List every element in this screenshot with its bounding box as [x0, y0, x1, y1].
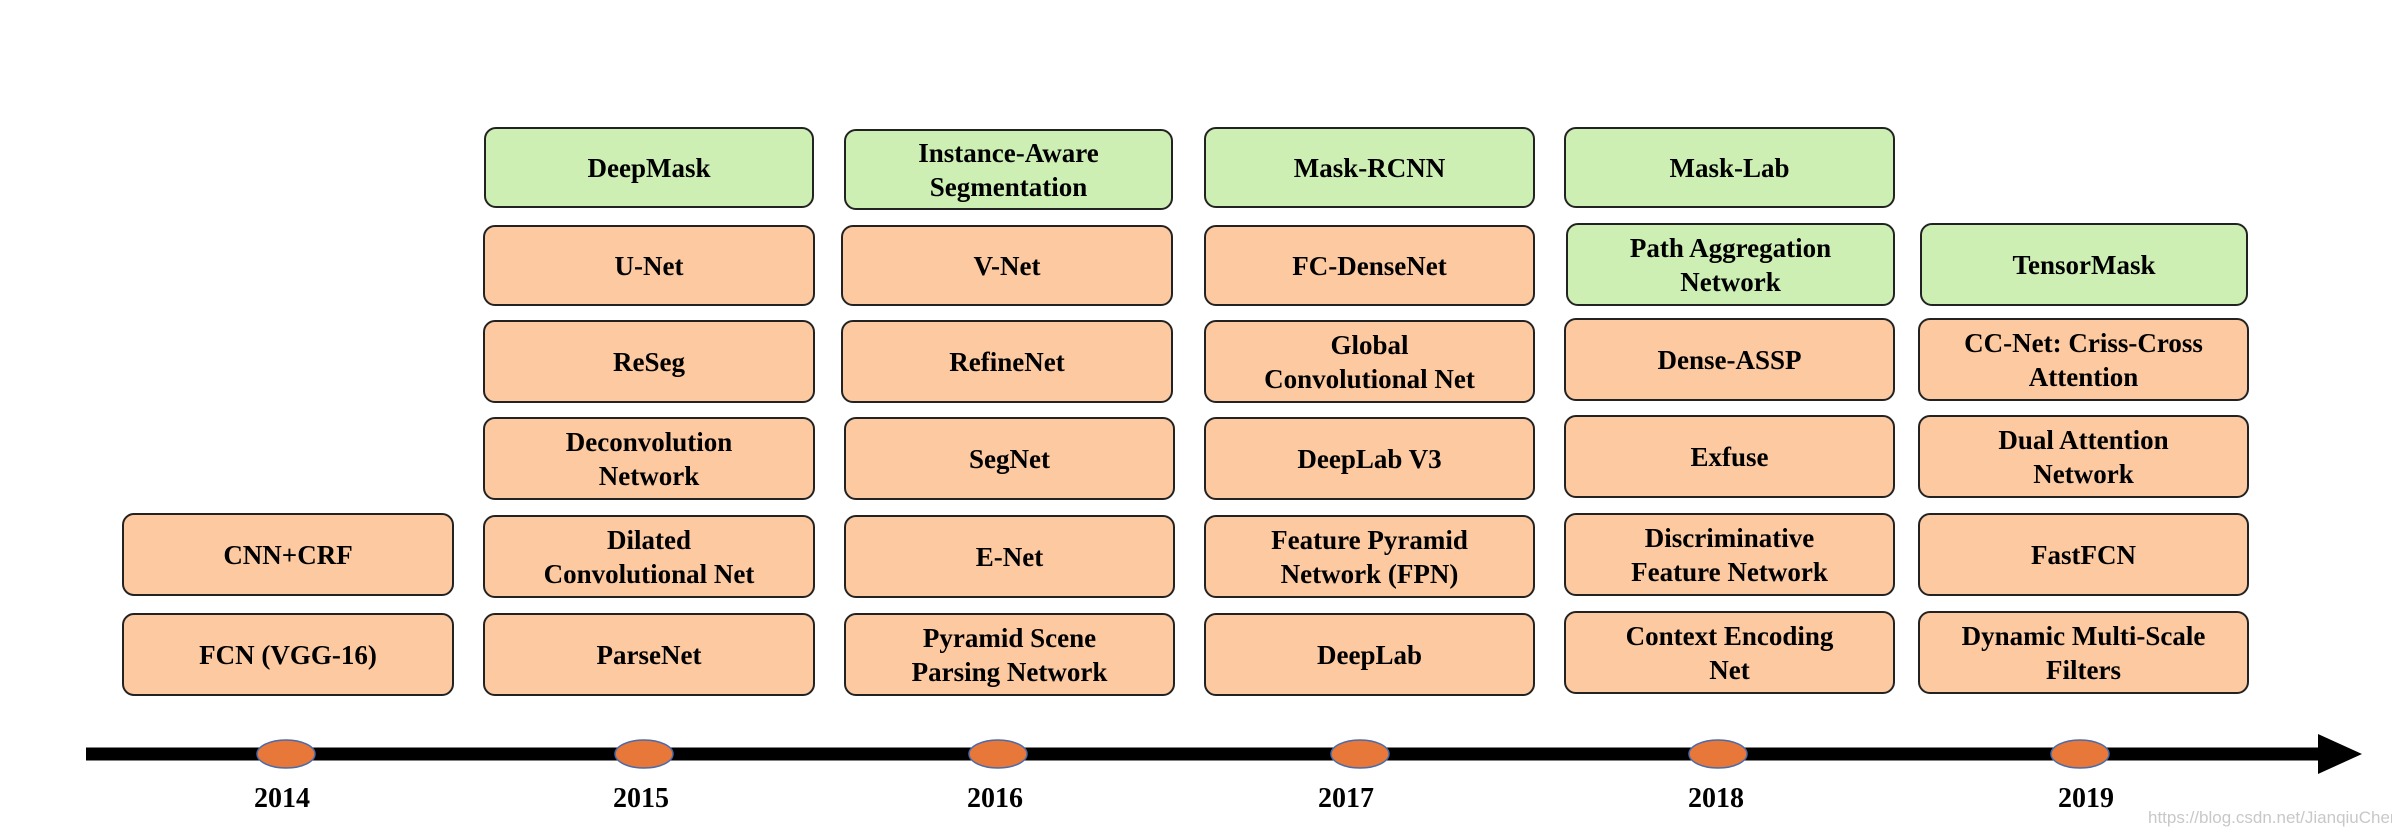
year-label-2014: 2014 [254, 783, 310, 814]
timeline-marker-2015 [614, 739, 674, 769]
method-box: DeepMask [484, 127, 814, 208]
watermark: https://blog.csdn.net/JianqiuChen [2148, 808, 2392, 827]
method-box: Deconvolution Network [483, 417, 815, 500]
method-box: U-Net [483, 225, 815, 306]
method-box: SegNet [844, 417, 1175, 500]
method-box: FCN (VGG-16) [122, 613, 454, 696]
method-box: ReSeg [483, 320, 815, 403]
year-label-2019: 2019 [2058, 783, 2114, 814]
timeline-marker-2018 [1688, 739, 1748, 769]
method-box: Dilated Convolutional Net [483, 515, 815, 598]
method-box: Dynamic Multi-Scale Filters [1918, 611, 2249, 694]
year-label-2015: 2015 [613, 783, 669, 814]
method-box: CNN+CRF [122, 513, 454, 596]
method-box: Dense-ASSP [1564, 318, 1895, 401]
year-label-2017: 2017 [1318, 783, 1374, 814]
method-box: Mask-Lab [1564, 127, 1895, 208]
year-label-2018: 2018 [1688, 783, 1744, 814]
timeline-marker-2014 [256, 739, 316, 769]
timeline-marker-2016 [968, 739, 1028, 769]
year-label-2016: 2016 [967, 783, 1023, 814]
method-box: Instance-Aware Segmentation [844, 129, 1173, 210]
method-box: FC-DenseNet [1204, 225, 1535, 306]
method-box: E-Net [844, 515, 1175, 598]
method-box: Exfuse [1564, 415, 1895, 498]
method-box: Discriminative Feature Network [1564, 513, 1895, 596]
method-box: Mask-RCNN [1204, 127, 1535, 208]
method-box: V-Net [841, 225, 1173, 306]
method-box: RefineNet [841, 320, 1173, 403]
method-box: Context Encoding Net [1564, 611, 1895, 694]
method-box: Dual Attention Network [1918, 415, 2249, 498]
timeline-marker-2017 [1330, 739, 1390, 769]
method-box: TensorMask [1920, 223, 2248, 306]
method-box: ParseNet [483, 613, 815, 696]
timeline-arrowhead [2318, 734, 2362, 774]
method-box: FastFCN [1918, 513, 2249, 596]
method-box: CC-Net: Criss-Cross Attention [1918, 318, 2249, 401]
timeline-marker-2019 [2050, 739, 2110, 769]
method-box: Global Convolutional Net [1204, 320, 1535, 403]
method-box: DeepLab [1204, 613, 1535, 696]
method-box: Pyramid Scene Parsing Network [844, 613, 1175, 696]
method-box: Feature Pyramid Network (FPN) [1204, 515, 1535, 598]
method-box: DeepLab V3 [1204, 417, 1535, 500]
method-box: Path Aggregation Network [1566, 223, 1895, 306]
